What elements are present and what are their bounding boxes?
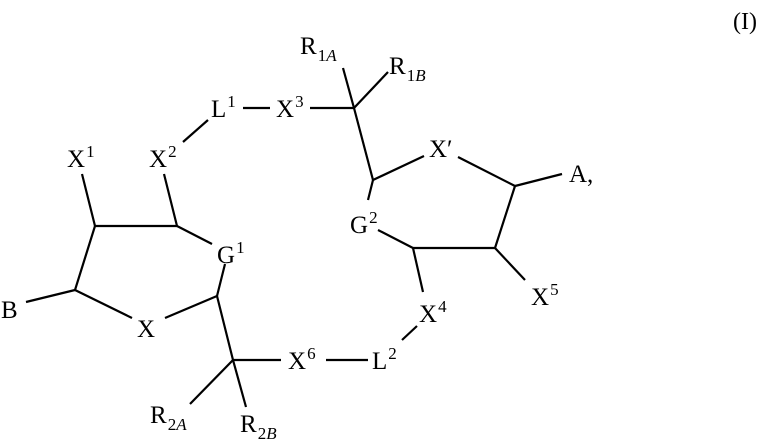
bond-c1-x1: [80, 173, 97, 227]
label-r2b: R2B: [240, 411, 277, 443]
label-r1a: R1A: [300, 33, 337, 65]
bond-c2-x2: [162, 173, 179, 227]
bond-c-g2: [377, 229, 414, 249]
bond-c-x5: [494, 247, 526, 281]
bond-c-r1a: [341, 67, 356, 109]
label-g2: G2: [350, 208, 378, 239]
bond-c-g2-top: [366, 179, 375, 201]
label-a: A,: [569, 161, 594, 188]
bond-c2-g1: [176, 225, 213, 245]
label-b: B: [1, 297, 18, 324]
label-x6: X6: [288, 344, 316, 375]
bond-cb-x-left: [74, 289, 133, 319]
label-x1: X1: [67, 142, 95, 173]
bond-clow-r2a: [189, 359, 234, 405]
label-l2: L2: [372, 344, 397, 375]
bond-c1-cb-left: [73, 225, 97, 291]
label-r2a: R2A: [150, 402, 187, 434]
label-g1: G1: [217, 238, 245, 269]
bond-c4-g1: [215, 263, 227, 297]
bond-c-cright: [352, 107, 375, 181]
label-x3: X3: [276, 92, 304, 123]
bond-x-c4-left: [164, 294, 218, 320]
bond-c-r1b: [353, 71, 389, 109]
label-x4: X4: [419, 297, 447, 328]
bond-xprime-c-right: [457, 156, 516, 187]
label-r1b: R1B: [389, 53, 426, 85]
bond-c4-clow: [215, 295, 235, 361]
label-x5: X5: [531, 280, 559, 311]
bond-c-a: [514, 172, 563, 188]
bond-c-c-right: [493, 185, 517, 249]
bond-c1-xprime-right: [372, 155, 425, 181]
bond-cb-b: [25, 288, 76, 304]
label-x2: X2: [149, 142, 177, 173]
formula-number: (I): [733, 9, 757, 35]
label-x: X: [137, 316, 156, 343]
bond-x4-l2: [401, 325, 418, 341]
bond-x2-l1: [182, 119, 209, 143]
bond-clow-r2b: [231, 359, 248, 408]
label-l1: L1: [211, 92, 236, 123]
label-x-prime: X′: [429, 136, 453, 163]
bond-c-x4: [411, 247, 425, 293]
